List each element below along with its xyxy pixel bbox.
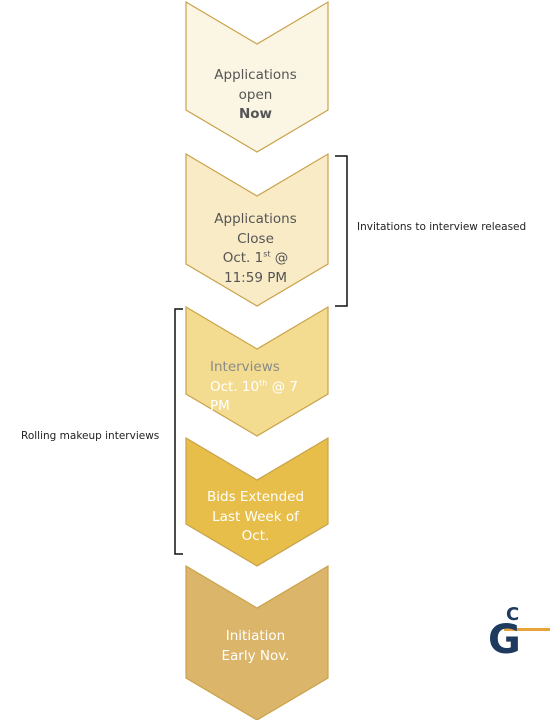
- step-bids-extended: Bids Extended Last Week of Oct.: [183, 488, 328, 547]
- logo-big-letter: G: [488, 617, 521, 663]
- logo-bar: [504, 628, 550, 631]
- step-interviews: Interviews Oct. 10th @ 7 PM: [210, 358, 330, 417]
- step4-line1: Bids Extended: [206, 489, 305, 505]
- logo-small-letter: C: [506, 604, 520, 625]
- step2-line4: 11:59 PM: [224, 269, 287, 286]
- chevron-step-2: [185, 152, 329, 307]
- makeup-interviews-label: Rolling makeup interviews: [21, 430, 160, 442]
- step4-line3: Oct.: [241, 528, 270, 545]
- step2-line1: Applications: [214, 211, 297, 227]
- step-applications-close: Applications Close Oct. 1st @ 11:59 PM: [183, 210, 328, 288]
- step1-line2: open: [238, 86, 273, 103]
- step5-line2: Early Nov.: [221, 647, 290, 664]
- chevron-step-5: [185, 564, 329, 720]
- left-bracket: [174, 308, 183, 555]
- chevron-step-1: [185, 0, 329, 153]
- step1-line1: Applications: [214, 67, 297, 83]
- step-initiation: Initiation Early Nov.: [183, 627, 328, 666]
- step3-line3: PM: [210, 398, 230, 415]
- step-applications-open: Applications open Now: [183, 66, 328, 125]
- step2-line3: Oct. 1st @: [222, 249, 289, 267]
- step1-line3: Now: [238, 106, 273, 123]
- step2-line2: Close: [237, 230, 274, 247]
- right-bracket: [335, 155, 348, 307]
- invitations-label: Invitations to interview released: [357, 221, 527, 233]
- step5-line1: Initiation: [225, 628, 286, 644]
- step3-line1: Interviews: [210, 359, 280, 375]
- step4-line2: Last Week of: [212, 508, 299, 525]
- chevron-step-3: [185, 305, 329, 437]
- chevron-step-4: [185, 436, 329, 567]
- step3-line2: Oct. 10th @ 7: [210, 378, 298, 395]
